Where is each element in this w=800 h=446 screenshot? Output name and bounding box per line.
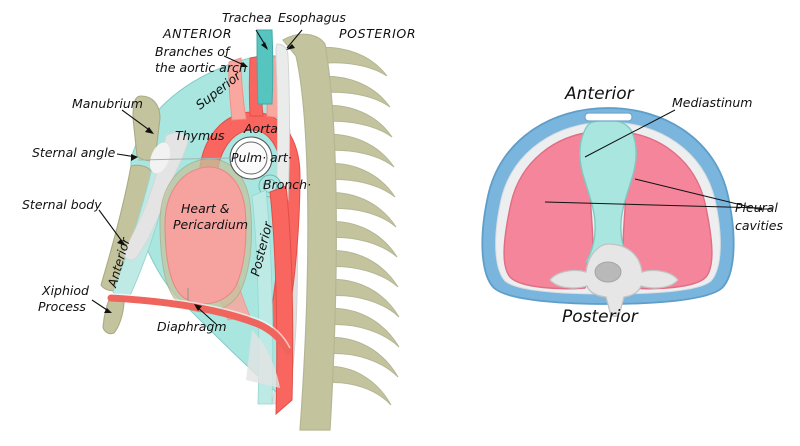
- label-esophagus: Esophagus: [278, 10, 346, 25]
- label-sternal-body: Sternal body: [22, 197, 102, 212]
- rib: [321, 278, 400, 318]
- leader-sternal-body: [98, 209, 125, 245]
- label-pleural-cavities-1: Pleural: [735, 200, 778, 215]
- trachea: [256, 29, 274, 105]
- pulmonary-artery-lumen: [234, 141, 268, 175]
- rib: [316, 133, 395, 168]
- right-panel-leaders: [544, 109, 772, 211]
- rib: [314, 104, 393, 138]
- rib: [319, 365, 392, 406]
- rib: [310, 46, 388, 77]
- vertebral-column: [282, 33, 337, 431]
- label-diaphragm: Diaphragm: [157, 319, 227, 334]
- arrowhead-manubrium: [145, 127, 154, 134]
- label-xiphiod-process-2: Process: [38, 299, 86, 314]
- arrowhead-sternal-angle: [131, 154, 138, 161]
- heart-pericardium: [164, 166, 247, 305]
- label-bronchus: Bronch·: [263, 177, 311, 192]
- arrowhead-xiphoid: [104, 308, 112, 313]
- thymus-highlight: [149, 142, 171, 174]
- aortic-arch-branch-left: [228, 57, 247, 121]
- arrowhead-aortic-branches: [240, 62, 248, 67]
- label-branches-aortic-arch-2: the aortic arch: [155, 60, 247, 75]
- leader-mediastinum: [584, 109, 676, 158]
- label-heart-pericardium-2: Pericardium: [173, 217, 248, 232]
- label-sternal-angle: Sternal angle: [32, 145, 116, 160]
- rib: [319, 220, 398, 258]
- label-mediastinum: Mediastinum: [672, 95, 752, 110]
- arrowhead-trachea: [261, 42, 268, 50]
- label-trachea: Trachea: [222, 10, 272, 25]
- label-heart-pericardium-1: Heart &: [181, 201, 230, 216]
- rib: [320, 249, 399, 288]
- label-anterior-heading: ANTERIOR: [162, 26, 232, 41]
- label-posterior-heading: POSTERIOR: [339, 26, 416, 41]
- label-pleural-cavities-2: cavities: [735, 218, 783, 233]
- arrowhead-sternal-body: [117, 239, 126, 246]
- vertebral-foramen: [594, 261, 622, 283]
- rib: [320, 336, 399, 378]
- label-thymus: Thymus: [175, 128, 225, 143]
- label-posterior-heading-right: Posterior: [562, 307, 639, 327]
- arrowhead-diaphragm: [194, 304, 202, 311]
- diaphragm-inner-line: [112, 293, 291, 349]
- label-xiphiod-process-1: Xiphiod: [41, 283, 89, 298]
- sternal-angle-line: [137, 157, 233, 161]
- arrowhead-esophagus: [286, 44, 295, 50]
- rib: [318, 191, 397, 228]
- sternum-cross-section: [584, 112, 633, 122]
- rib-cage-group: [310, 46, 400, 406]
- leader-manubrium: [121, 109, 153, 133]
- leader-esophagus: [286, 29, 303, 49]
- posterior-mediastinum-strip: [251, 189, 274, 405]
- label-manubrium: Manubrium: [72, 96, 143, 111]
- right-panel-transverse-section: Anterior Posterior Mediastinum Pleural c…: [481, 84, 783, 327]
- pleural-cavity-right: [622, 131, 713, 290]
- leader-pleural-cavity-right: [634, 178, 763, 211]
- label-pulmonary-artery: Pulm· art·: [231, 150, 292, 165]
- left-panel-leaders: [91, 29, 303, 325]
- label-branches-aortic-arch-1: Branches of: [155, 44, 231, 59]
- diaphragm: [107, 294, 292, 356]
- rib: [312, 75, 391, 108]
- label-anterior-heading-right: Anterior: [564, 84, 635, 104]
- rib: [317, 162, 396, 198]
- rib: [321, 307, 400, 348]
- thymus: [123, 132, 189, 261]
- left-panel-sagittal-section: ANTERIOR POSTERIOR Trachea Esophagus Bra…: [22, 10, 416, 431]
- subdiaphragmatic-wedge: [246, 330, 280, 388]
- label-aorta: Aorta: [243, 121, 278, 136]
- descending-aorta: [269, 185, 294, 416]
- pleural-cavity-left: [503, 131, 594, 290]
- leader-pleural-cavity-left: [544, 201, 763, 209]
